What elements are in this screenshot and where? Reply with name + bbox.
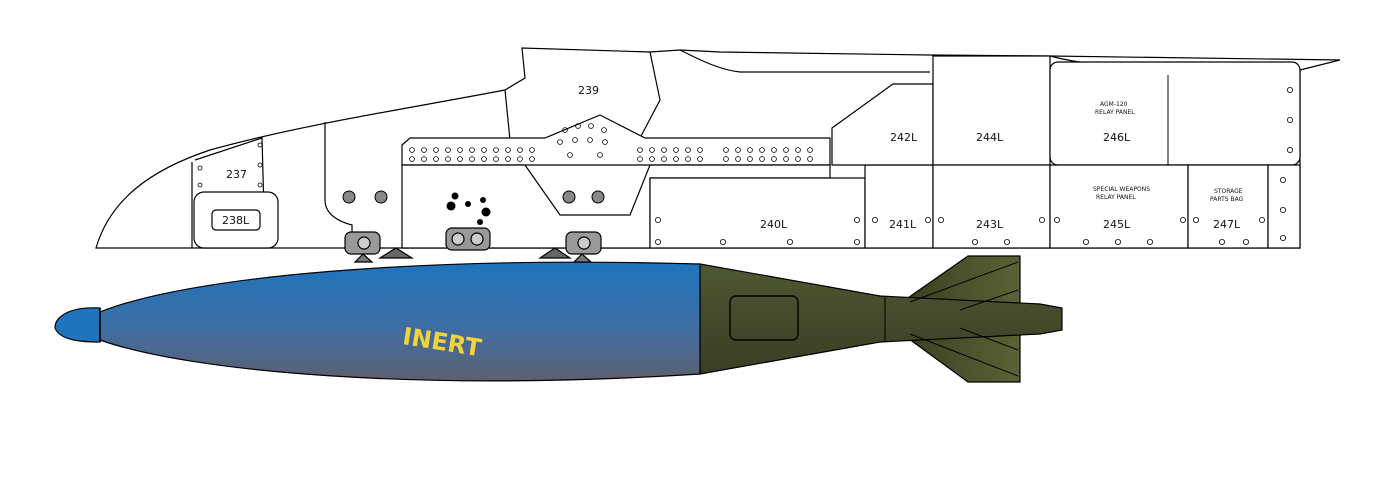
panel-239-label: 239 [578, 84, 599, 97]
panel-aft-strip [1267, 164, 1301, 249]
bomb-body [99, 261, 701, 382]
fin-strut-lower [909, 327, 1019, 377]
rivet-row-top [409, 123, 813, 162]
bay-frame-left [324, 122, 353, 248]
panel-238-label: 238L [222, 214, 250, 227]
agm-note-line1: AGM-120 [1100, 101, 1128, 108]
storage-note-line1: STORAGE [1214, 188, 1243, 195]
panel-245-label: 245L [1103, 218, 1131, 231]
bay-ports [446, 192, 491, 225]
bay-bolts [342, 190, 605, 204]
panel-238-plate [211, 209, 261, 231]
panel-240-label: 240L [760, 218, 788, 231]
panel-240-door [649, 177, 866, 249]
tail-access-panel [729, 295, 799, 341]
panel-243-door [932, 164, 1051, 249]
storage-note-line2: PARTS BAG [1210, 196, 1244, 203]
panel-242-label: 242L [890, 131, 918, 144]
panel-245-door [1049, 164, 1189, 249]
panel-244-label: 244L [976, 131, 1004, 144]
panel-246-label: 246L [1103, 131, 1131, 144]
panel-247-door [1187, 164, 1269, 249]
panel-241-door [864, 164, 934, 249]
upper-decking-line [679, 49, 930, 73]
suspension-lugs [344, 227, 602, 263]
panel-243-label: 243L [976, 218, 1004, 231]
bomb-nose [54, 307, 101, 343]
fin-strut-upper [909, 261, 1019, 311]
tail-cone [699, 263, 1063, 375]
panel-screws [197, 87, 1294, 245]
panel-247-label: 247L [1213, 218, 1241, 231]
panel-237-label: 237 [226, 168, 247, 181]
panel-244-door [932, 55, 1051, 166]
special-note-line1: SPECIAL WEAPONS [1093, 186, 1150, 193]
panel-246-door [1049, 61, 1301, 166]
panel-241-label: 241L [889, 218, 917, 231]
special-note-line2: RELAY PANEL [1096, 194, 1136, 201]
agm-note-line2: RELAY PANEL [1095, 109, 1135, 116]
